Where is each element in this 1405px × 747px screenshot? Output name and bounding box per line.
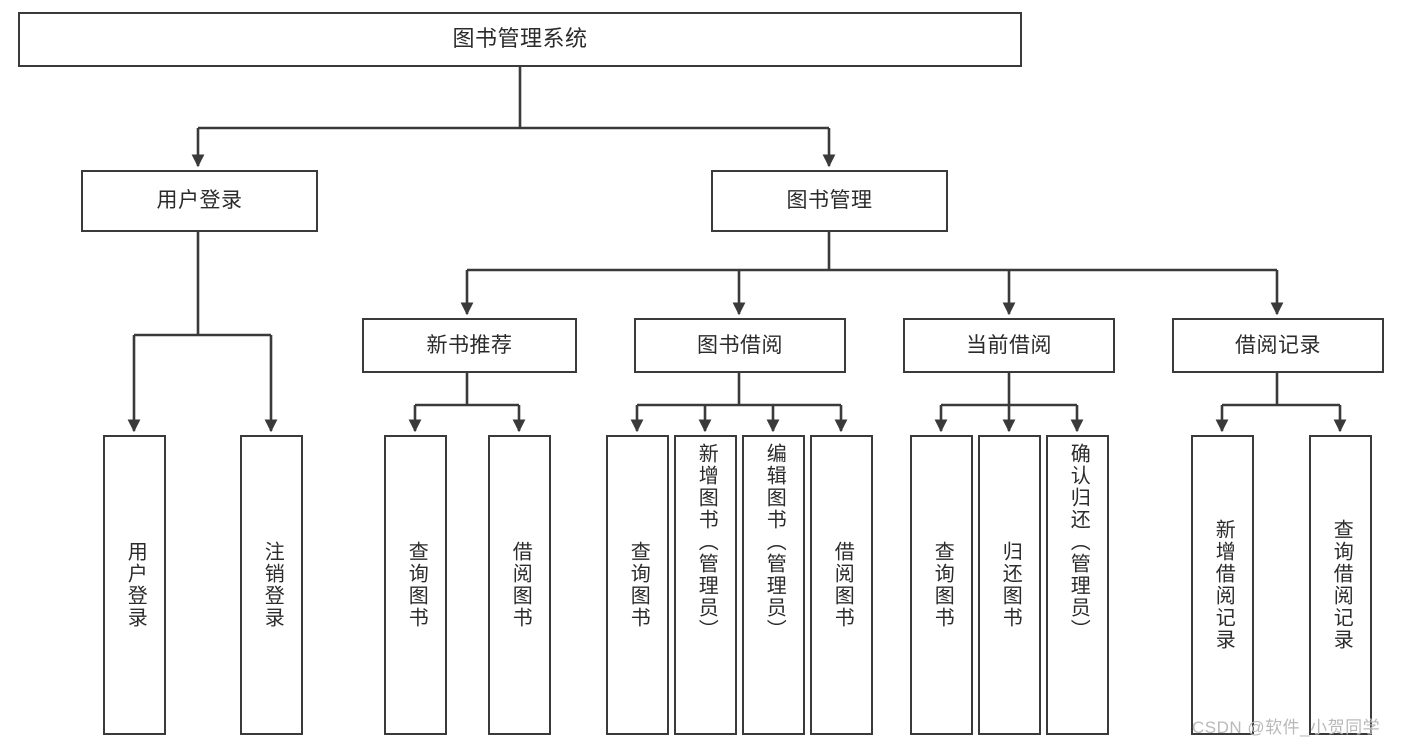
node-leaf-edit-book-label: 编辑图书（管理员） xyxy=(763,443,786,641)
node-borrow-record-label: 借阅记录 xyxy=(1235,333,1321,357)
node-leaf-query-book-2[interactable]: 查询图书 xyxy=(606,435,669,735)
node-leaf-borrow-book-2[interactable]: 借阅图书 xyxy=(810,435,873,735)
node-leaf-add-record-label: 新增借阅记录 xyxy=(1212,519,1235,651)
node-root-label: 图书管理系统 xyxy=(452,26,588,52)
node-leaf-query-book-3-label: 查询图书 xyxy=(931,541,954,629)
node-leaf-edit-book[interactable]: 编辑图书（管理员） xyxy=(742,435,805,735)
node-leaf-query-book-1[interactable]: 查询图书 xyxy=(384,435,447,735)
node-book-borrow-label: 图书借阅 xyxy=(697,333,783,357)
node-user-login-label: 用户登录 xyxy=(156,189,243,213)
node-book-borrow[interactable]: 图书借阅 xyxy=(634,318,846,373)
node-leaf-confirm-return[interactable]: 确认归还（管理员） xyxy=(1046,435,1109,735)
node-leaf-confirm-return-label: 确认归还（管理员） xyxy=(1067,443,1090,641)
node-leaf-return-book[interactable]: 归还图书 xyxy=(978,435,1041,735)
node-current-borrow-label: 当前借阅 xyxy=(966,333,1052,357)
node-leaf-add-book[interactable]: 新增图书（管理员） xyxy=(674,435,737,735)
node-book-manage[interactable]: 图书管理 xyxy=(711,170,948,232)
node-leaf-user-login-label: 用户登录 xyxy=(124,541,147,629)
node-leaf-user-logout[interactable]: 注销登录 xyxy=(240,435,303,735)
node-leaf-query-book-3[interactable]: 查询图书 xyxy=(910,435,973,735)
node-leaf-user-logout-label: 注销登录 xyxy=(261,541,284,629)
node-new-book-recommend-label: 新书推荐 xyxy=(426,333,513,357)
node-leaf-query-record[interactable]: 查询借阅记录 xyxy=(1309,435,1372,735)
node-book-manage-label: 图书管理 xyxy=(786,189,873,213)
node-leaf-add-book-label: 新增图书（管理员） xyxy=(695,443,718,641)
node-user-login[interactable]: 用户登录 xyxy=(81,170,318,232)
node-leaf-return-book-label: 归还图书 xyxy=(999,541,1022,629)
node-leaf-user-login[interactable]: 用户登录 xyxy=(103,435,166,735)
node-leaf-query-record-label: 查询借阅记录 xyxy=(1330,519,1353,651)
node-leaf-borrow-book-2-label: 借阅图书 xyxy=(831,541,854,629)
node-root[interactable]: 图书管理系统 xyxy=(18,12,1022,67)
node-borrow-record[interactable]: 借阅记录 xyxy=(1172,318,1384,373)
node-leaf-query-book-2-label: 查询图书 xyxy=(627,541,650,629)
node-leaf-add-record[interactable]: 新增借阅记录 xyxy=(1191,435,1254,735)
csdn-watermark: CSDN @软件_小贺同学 xyxy=(1192,718,1381,737)
node-leaf-query-book-1-label: 查询图书 xyxy=(405,541,428,629)
node-leaf-borrow-book-1[interactable]: 借阅图书 xyxy=(488,435,551,735)
node-leaf-borrow-book-1-label: 借阅图书 xyxy=(509,541,532,629)
node-current-borrow[interactable]: 当前借阅 xyxy=(903,318,1115,373)
node-new-book-recommend[interactable]: 新书推荐 xyxy=(362,318,577,373)
